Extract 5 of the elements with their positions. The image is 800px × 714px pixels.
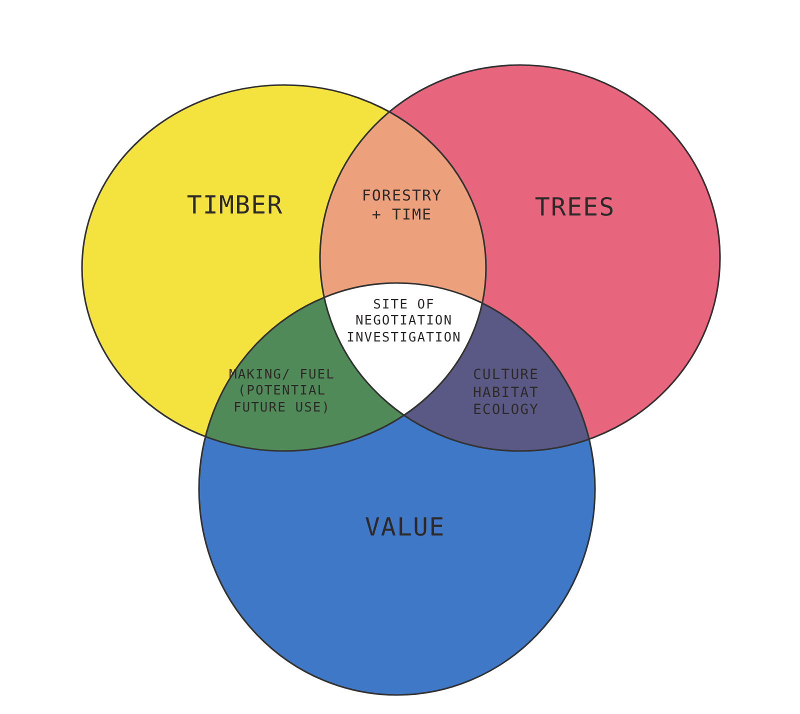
region-label: TIMBER bbox=[155, 189, 315, 221]
region-label: VALUE bbox=[335, 511, 475, 543]
region-label: CULTURE HABITAT ECOLOGY bbox=[460, 366, 552, 420]
region-label: TREES bbox=[505, 191, 645, 223]
region-label: FORESTRY + TIME bbox=[356, 186, 448, 224]
